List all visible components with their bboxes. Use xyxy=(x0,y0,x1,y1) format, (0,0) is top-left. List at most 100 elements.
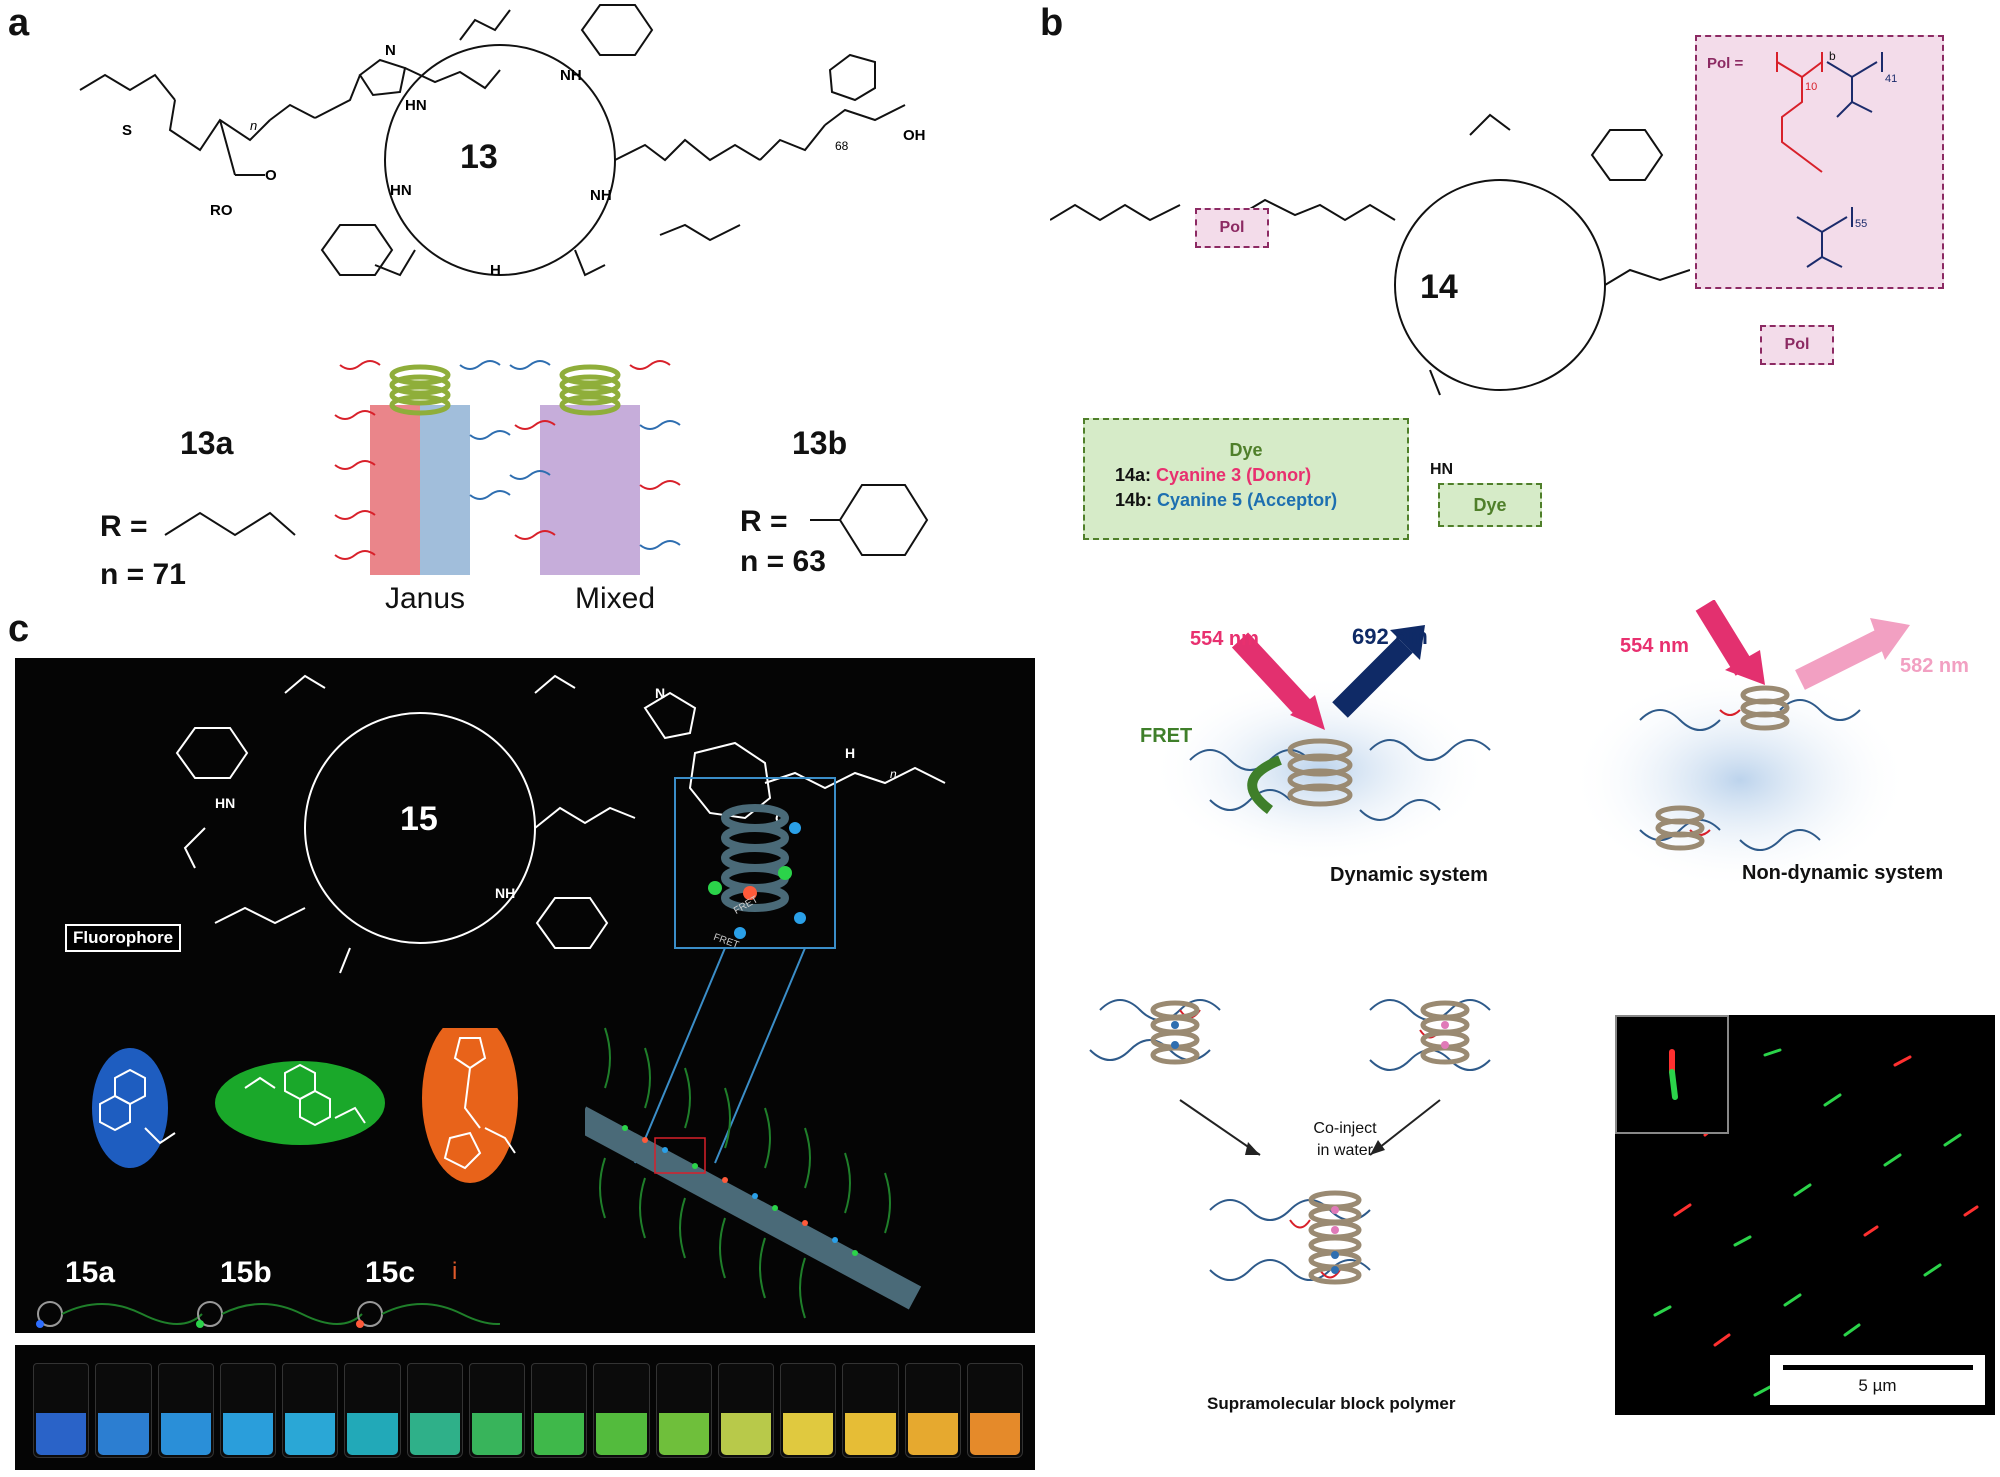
variant-15b-label: 15b xyxy=(220,1256,272,1289)
compound-13-structure: S RO n O N HN NH HN NH H OH 68 xyxy=(79,4,926,279)
dye-14a-text: Cyanine 3 (Donor) xyxy=(1156,465,1312,485)
non-dynamic-emission: 582 nm xyxy=(1900,655,1969,677)
vial-liquid xyxy=(596,1413,647,1455)
dye-14b-id: 14b: xyxy=(1115,490,1153,510)
vial-liquid xyxy=(907,1413,958,1455)
dye-14a-id: 14a: xyxy=(1115,465,1152,485)
c-atom-nh: NH xyxy=(495,885,515,901)
dynamic-excitation: 554 nm xyxy=(1190,628,1259,650)
variant-13a-n: n = 71 xyxy=(100,558,186,591)
atom-hn-2: HN xyxy=(390,182,412,199)
pol-sub-10: 10 xyxy=(1805,81,1817,93)
mixed-nanotube xyxy=(509,360,681,575)
vial xyxy=(966,1363,1023,1458)
inset-fiber xyxy=(1669,1049,1678,1100)
dynamic-caption: Dynamic system xyxy=(1330,864,1488,886)
variant-13b-n: n = 63 xyxy=(740,545,826,578)
vial-liquid xyxy=(347,1413,398,1455)
panel-c-dark-background: H N n HN NH O 15 Fluorophore 15a 15b 15c… xyxy=(15,658,1035,1333)
atom-nh: NH xyxy=(560,67,582,84)
dye-tag: Dye xyxy=(1438,483,1542,527)
c-atom-hn: HN xyxy=(215,795,235,811)
vial-liquid xyxy=(658,1413,709,1455)
dye-legend-line-2: 14b: Cyanine 5 (Acceptor) xyxy=(1115,490,1407,511)
vial-liquid xyxy=(845,1413,896,1455)
scale-bar-box: 5 µm xyxy=(1770,1355,1985,1405)
vial xyxy=(219,1363,276,1458)
vial xyxy=(406,1363,463,1458)
atom-o: O xyxy=(265,167,277,184)
coinjection-scheme xyxy=(1089,999,1491,1285)
vial xyxy=(468,1363,525,1458)
c-atom-o: O xyxy=(775,810,786,826)
scale-bar-label: 5 µm xyxy=(1858,1376,1897,1395)
vial-liquid xyxy=(534,1413,585,1455)
variant-13a-r: R = xyxy=(100,510,148,543)
variant-13b-label: 13b xyxy=(792,425,848,461)
c-atom-h: H xyxy=(845,745,855,761)
atom-n: N xyxy=(385,42,396,59)
pol-structure: 10 b 41 55 xyxy=(1776,49,1897,268)
atom-oh: OH xyxy=(903,127,926,144)
dynamic-emission: 692 nm xyxy=(1352,624,1428,649)
vial-liquid xyxy=(98,1413,149,1455)
compound-14-structure: S xyxy=(1050,113,1690,396)
microscopy-inset xyxy=(1615,1015,1729,1134)
vial-liquid xyxy=(160,1413,211,1455)
variant-13a-label: 13a xyxy=(180,425,234,461)
pol-tag-right: Pol xyxy=(1760,325,1834,365)
compound-15-number: 15 xyxy=(400,800,438,838)
janus-nanotube xyxy=(334,360,511,575)
vial-liquid xyxy=(471,1413,522,1455)
nanotube-illustrations xyxy=(334,360,681,575)
vial xyxy=(531,1363,588,1458)
variant-13b-r: R = xyxy=(740,505,788,538)
non-dynamic-system-group xyxy=(1570,600,1910,890)
vial xyxy=(593,1363,650,1458)
vial xyxy=(95,1363,152,1458)
dye-legend-title: Dye xyxy=(1229,440,1263,460)
butyl-chain xyxy=(164,511,296,537)
vial xyxy=(33,1363,90,1458)
vial xyxy=(842,1363,899,1458)
subscript-n: n xyxy=(250,118,257,133)
vial xyxy=(780,1363,837,1458)
panel-a-label: a xyxy=(8,2,30,44)
pol-legend-title: Pol = xyxy=(1707,55,1744,72)
coinject-line-2: in water xyxy=(1316,1142,1374,1159)
vial xyxy=(904,1363,961,1458)
pol-legend-box: Pol = 10 b 41 55 xyxy=(1695,35,1944,289)
vials-row xyxy=(33,1363,1023,1458)
non-dynamic-caption: Non-dynamic system xyxy=(1742,862,1944,884)
variant-15c-label: 15c xyxy=(365,1256,416,1289)
fluorophore-variants xyxy=(92,1028,518,1183)
pol-tag-left: Pol xyxy=(1195,208,1269,248)
non-dynamic-excitation: 554 nm xyxy=(1620,635,1689,657)
vial xyxy=(344,1363,401,1458)
atom-hn: HN xyxy=(405,97,427,114)
scale-bar xyxy=(1782,1365,1973,1370)
dynamic-system-group xyxy=(1150,625,1491,865)
atom-h: H xyxy=(490,262,501,279)
coinject-line-1: Co-inject xyxy=(1313,1120,1377,1137)
vial xyxy=(717,1363,774,1458)
cyclohexyl-ring xyxy=(810,484,929,556)
block-polymer-caption: Supramolecular block polymer xyxy=(1207,1394,1456,1413)
vial xyxy=(157,1363,214,1458)
dye-legend-line-1: 14a: Cyanine 3 (Donor) xyxy=(1115,465,1407,486)
vial-liquid xyxy=(285,1413,336,1455)
vials-strip xyxy=(15,1345,1035,1470)
variant-15c-mark: i xyxy=(452,1258,458,1285)
vial xyxy=(655,1363,712,1458)
fret-label: FRET xyxy=(1140,725,1193,747)
fret-inset-box xyxy=(674,777,836,949)
chain-icons xyxy=(36,1301,500,1328)
c-subscript-n: n xyxy=(890,767,897,781)
pol-sub-b: b xyxy=(1829,49,1836,63)
atom-s: S xyxy=(122,122,132,139)
c-atom-n: N xyxy=(655,685,665,701)
fluorophore-tag: Fluorophore xyxy=(65,924,182,952)
pol-sub-41: 41 xyxy=(1885,73,1897,85)
vial xyxy=(282,1363,339,1458)
variant-15a-label: 15a xyxy=(65,1256,116,1289)
